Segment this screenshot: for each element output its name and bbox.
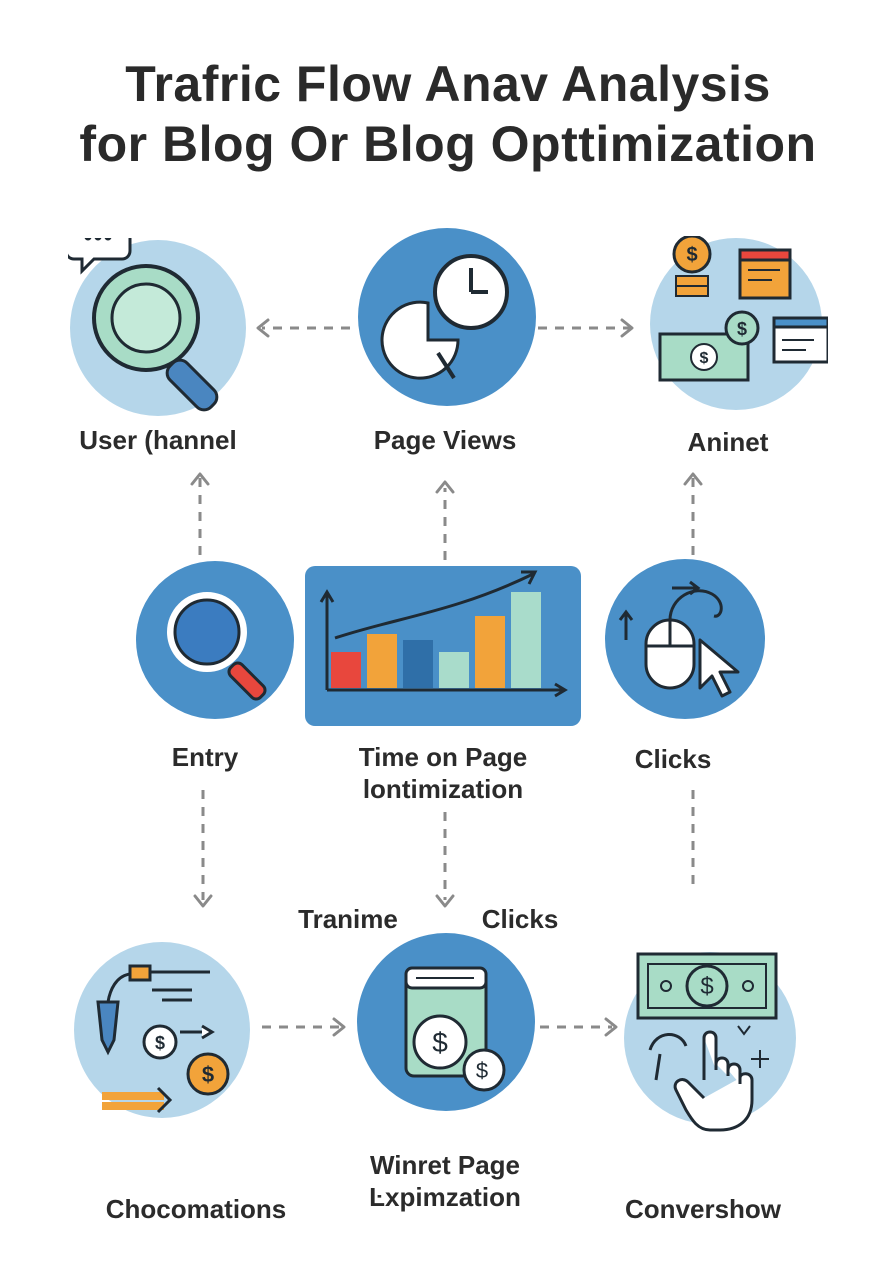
title-line-1: Trafric Flow Anav Analysis <box>125 56 771 112</box>
clicks-node <box>604 558 766 720</box>
chart-bar-2 <box>367 634 397 688</box>
page-views-node <box>358 228 536 406</box>
winret-page-label-2: Ŀxpimzation <box>369 1182 521 1212</box>
chart-bar-5 <box>475 616 505 688</box>
winret-page-node: $ $ <box>356 932 536 1112</box>
flow-label-tranime: Tranime <box>298 904 398 934</box>
mouse-cursor-icon <box>605 559 765 719</box>
svg-text:$: $ <box>155 1033 165 1053</box>
svg-text:$: $ <box>686 244 697 266</box>
svg-text:$: $ <box>432 1027 448 1058</box>
entry-node <box>135 560 295 720</box>
clock-pie-icon <box>358 228 536 406</box>
svg-text:$: $ <box>700 973 713 1000</box>
page-views-label: Page Views <box>373 425 517 455</box>
funnel-coins-icon: $ $ <box>74 942 250 1118</box>
chart-bar-1 <box>331 652 361 688</box>
user-channel-node <box>64 219 248 418</box>
aninet-label: Aninet <box>687 427 769 457</box>
entry-label: Entry <box>171 742 239 772</box>
clicks-label: Clicks <box>634 744 712 774</box>
bar-chart-icon <box>319 570 568 698</box>
user-channel-label: User (hannel <box>79 425 237 455</box>
cash-hand-icon: $ <box>624 952 796 1132</box>
svg-text:$: $ <box>476 1058 488 1083</box>
svg-text:$: $ <box>737 319 747 339</box>
chart-bar-4 <box>439 652 469 688</box>
time-on-page-label-2: lontimization <box>362 774 524 804</box>
chart-bar-6 <box>511 592 541 688</box>
title-line-2: for Blog Or Blog Opttimization <box>79 116 817 172</box>
magnifier-chat-icon <box>64 219 246 416</box>
svg-text:$: $ <box>700 350 709 367</box>
convershow-node: $ <box>620 950 800 1132</box>
money-cards-icon: $ $ $ <box>650 234 830 410</box>
chocomations-label: Chocomations <box>105 1194 287 1224</box>
winret-page-label-1: Winret Page <box>369 1150 521 1180</box>
time-on-page-label-1: Time on Page <box>358 742 528 772</box>
flow-label-clicks: Clicks <box>481 904 559 934</box>
chocomations-node: $ $ <box>72 940 252 1120</box>
convershow-label: Convershow <box>624 1194 782 1224</box>
search-icon <box>136 561 294 719</box>
wallet-dollar-icon: $ $ <box>357 933 535 1111</box>
chart-bar-3 <box>403 640 433 688</box>
time-on-page-node <box>305 566 581 726</box>
aninet-node: $ $ $ <box>648 234 830 412</box>
svg-text:$: $ <box>202 1062 214 1087</box>
